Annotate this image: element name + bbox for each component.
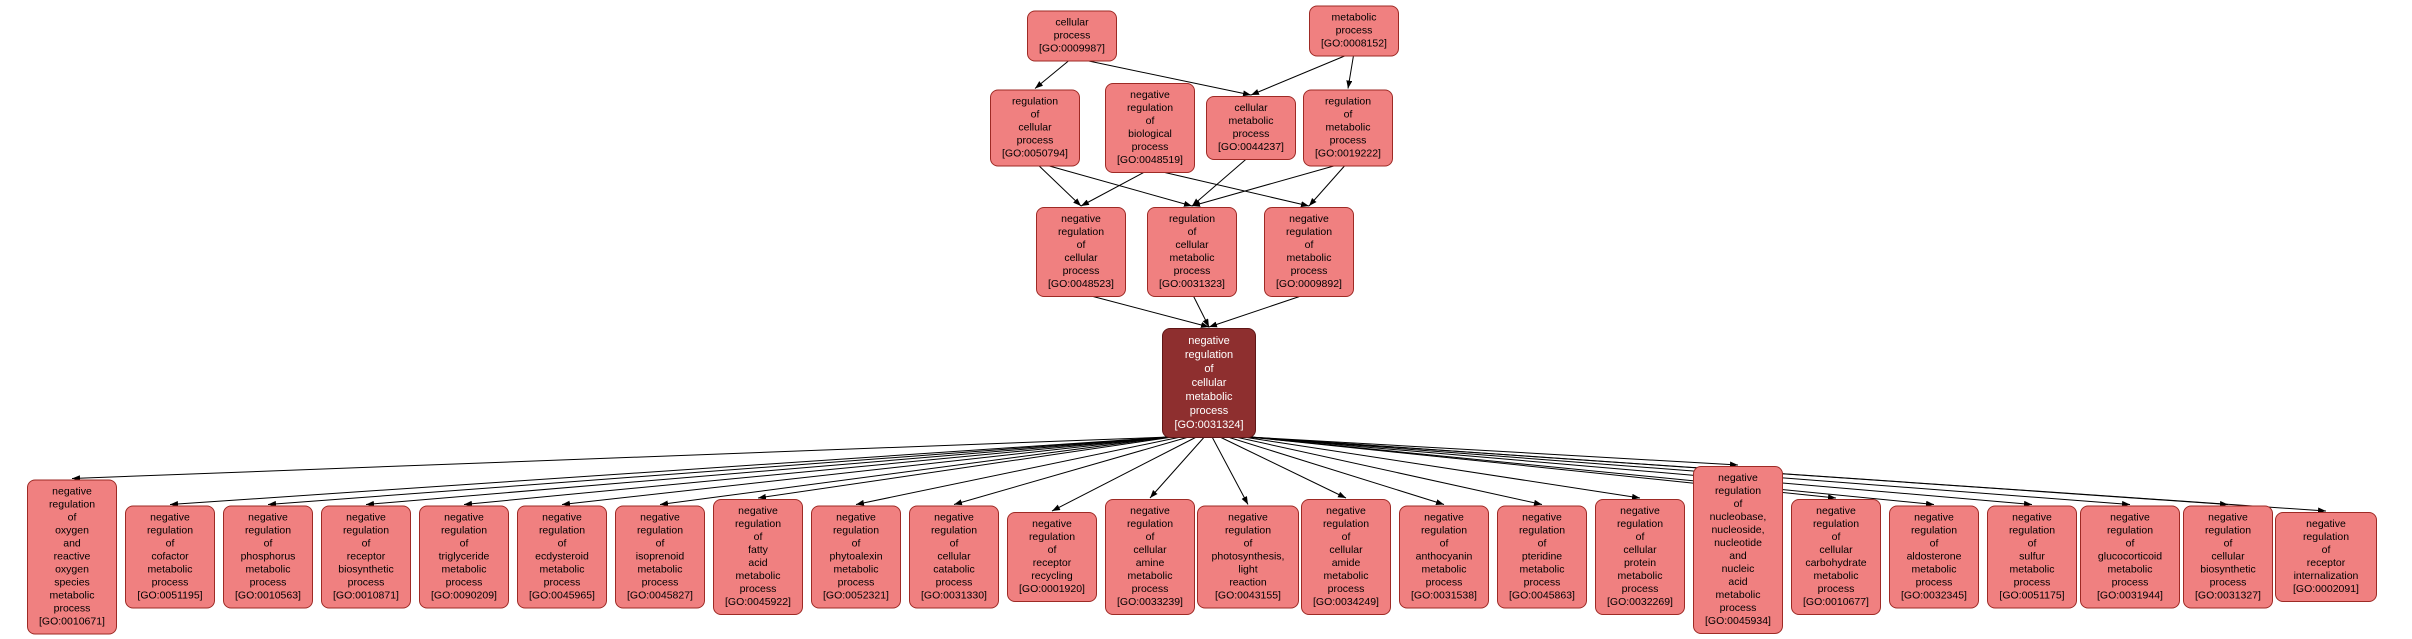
edge-go-0031323-go-0031324: [1192, 295, 1210, 328]
go-term-node-go-0051175[interactable]: negative regulation of sulfur metabolic …: [1987, 505, 2077, 609]
go-term-node-go-0010563[interactable]: negative regulation of phosphorus metabo…: [223, 505, 313, 609]
edge-go-0031324-go-0045827: [659, 436, 1170, 507]
edge-go-0009892-go-0031324: [1208, 295, 1302, 328]
edge-go-0019222-go-0031323: [1191, 165, 1336, 207]
go-term-node-go-0032345[interactable]: negative regulation of aldosterone metab…: [1889, 505, 1979, 609]
edge-go-0009987-go-0050794: [1034, 60, 1070, 89]
go-term-node-go-0001920[interactable]: negative regulation of receptor recyclin…: [1007, 512, 1097, 602]
go-term-node-go-0051195[interactable]: negative regulation of cofactor metaboli…: [125, 505, 215, 609]
edge-go-0031324-go-0031944: [1248, 436, 2131, 507]
go-term-node-go-0031327[interactable]: negative regulation of cellular biosynth…: [2183, 505, 2273, 609]
go-term-node-go-0043155[interactable]: negative regulation of photosynthesis, l…: [1197, 505, 1299, 609]
edge-go-0031324-go-0090209: [463, 436, 1170, 507]
edge-go-0031324-go-0032269: [1243, 436, 1641, 500]
edge-go-0008152-go-0019222: [1346, 55, 1354, 89]
go-term-node-go-0045934[interactable]: negative regulation of nucleobase, nucle…: [1693, 466, 1783, 634]
go-term-node-go-0045922[interactable]: negative regulation of fatty acid metabo…: [713, 499, 803, 615]
go-term-node-go-0045827[interactable]: negative regulation of isoprenoid metabo…: [615, 505, 705, 609]
go-term-node-go-0032269[interactable]: negative regulation of cellular protein …: [1595, 499, 1685, 615]
edge-go-0031324-go-0010671: [71, 436, 1170, 482]
edge-go-0031324-go-0002091: [1248, 436, 2327, 514]
go-term-node-go-0031944[interactable]: negative regulation of glucocorticoid me…: [2080, 505, 2180, 609]
go-term-node-go-0045965[interactable]: negative regulation of ecdysteroid metab…: [517, 505, 607, 609]
go-term-node-go-0010671[interactable]: negative regulation of oxygen and reacti…: [27, 479, 117, 635]
edge-go-0031324-go-0001920: [1051, 436, 1197, 512]
go-term-node-go-0034249[interactable]: negative regulation of cellular amide me…: [1301, 499, 1391, 615]
edge-go-0031324-go-0045922: [757, 436, 1173, 500]
edge-go-0031324-go-0045965: [561, 436, 1170, 507]
go-term-node-go-0031323[interactable]: regulation of cellular metabolic process…: [1147, 207, 1237, 297]
edge-go-0031324-go-0033239: [1149, 436, 1205, 499]
edge-go-0048519-go-0009892: [1162, 171, 1310, 208]
edge-go-0044237-go-0031323: [1191, 158, 1247, 207]
go-term-node-go-0031324[interactable]: negative regulation of cellular metaboli…: [1162, 328, 1256, 438]
go-term-node-go-0052321[interactable]: negative regulation of phytoalexin metab…: [811, 505, 901, 609]
edge-go-0031324-go-0034249: [1219, 436, 1347, 499]
go-term-node-go-0009987[interactable]: cellular process [GO:0009987]: [1027, 10, 1117, 62]
edge-go-0031324-go-0045934: [1248, 436, 1739, 468]
edge-go-0048523-go-0031324: [1091, 295, 1210, 328]
edge-go-0031324-go-0043155: [1211, 436, 1249, 505]
go-term-node-go-0010677[interactable]: negative regulation of cellular carbohyd…: [1791, 499, 1881, 615]
edge-go-0009987-go-0044237: [1086, 60, 1252, 97]
edge-go-0031324-go-0031538: [1227, 436, 1445, 505]
edge-go-0031324-go-0051175: [1248, 436, 2033, 507]
edge-go-0031324-go-0052321: [855, 436, 1181, 506]
edge-go-0031324-go-0051195: [169, 436, 1170, 507]
go-term-node-go-0048519[interactable]: negative regulation of biological proces…: [1105, 83, 1195, 173]
go-term-node-go-0033239[interactable]: negative regulation of cellular amine me…: [1105, 499, 1195, 615]
go-term-node-go-0009892[interactable]: negative regulation of metabolic process…: [1264, 207, 1354, 297]
edge-go-0048519-go-0048523: [1080, 171, 1145, 207]
go-term-node-go-0048523[interactable]: negative regulation of cellular process …: [1036, 207, 1126, 297]
edge-go-0031324-go-0010871: [365, 436, 1170, 507]
edge-go-0031324-go-0010563: [267, 436, 1170, 507]
edge-go-0031324-go-0045863: [1235, 436, 1543, 506]
go-term-node-go-0010871[interactable]: negative regulation of receptor biosynth…: [321, 505, 411, 609]
go-term-node-go-0019222[interactable]: regulation of metabolic process [GO:0019…: [1303, 89, 1393, 167]
go-term-node-go-0031538[interactable]: negative regulation of anthocyanin metab…: [1399, 505, 1489, 609]
edge-go-0008152-go-0044237: [1250, 55, 1346, 96]
go-term-node-go-0044237[interactable]: cellular metabolic process [GO:0044237]: [1206, 96, 1296, 160]
go-term-node-go-0050794[interactable]: regulation of cellular process [GO:00507…: [990, 89, 1080, 167]
go-term-node-go-0090209[interactable]: negative regulation of triglyceride meta…: [419, 505, 509, 609]
edge-go-0019222-go-0009892: [1308, 165, 1346, 207]
go-term-node-go-0008152[interactable]: metabolic process [GO:0008152]: [1309, 5, 1399, 57]
go-term-node-go-0031330[interactable]: negative regulation of cellular cataboli…: [909, 505, 999, 609]
edge-go-0031324-go-0031330: [953, 436, 1189, 506]
go-term-node-go-0002091[interactable]: negative regulation of receptor internal…: [2275, 512, 2377, 602]
edge-go-0031324-go-0032345: [1248, 436, 1935, 507]
go-term-node-go-0045863[interactable]: negative regulation of pteridine metabol…: [1497, 505, 1587, 609]
edge-go-0050794-go-0048523: [1038, 165, 1082, 207]
